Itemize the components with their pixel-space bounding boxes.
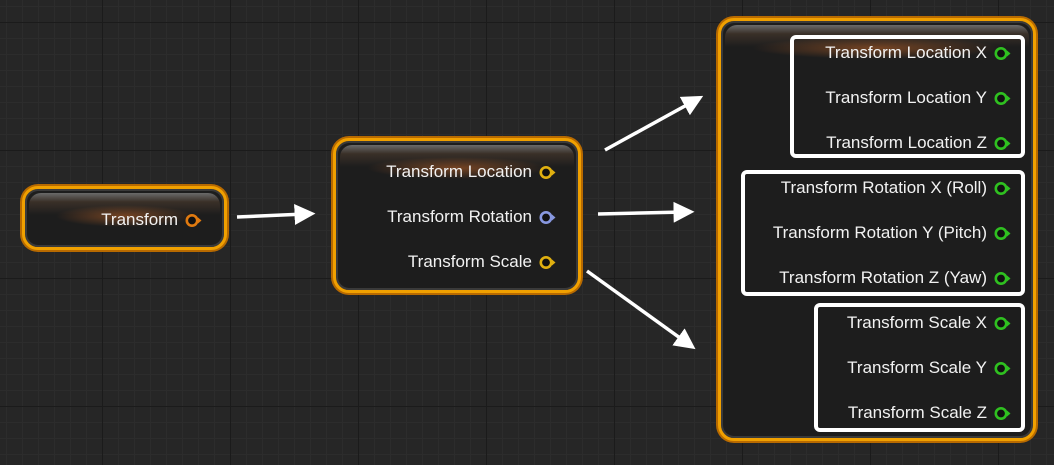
pin-label: Transform Scale Y xyxy=(847,358,987,377)
output-pin-icon[interactable] xyxy=(994,271,1011,286)
pin-component[interactable]: Transform Scale Y xyxy=(847,357,1011,379)
output-pin-icon[interactable] xyxy=(539,165,556,180)
pin-component[interactable]: Transform Location Z xyxy=(826,132,1011,154)
output-pin-icon[interactable] xyxy=(994,316,1011,331)
header-glow xyxy=(751,37,1003,59)
arrow-1 xyxy=(236,203,316,225)
pin-label: Transform xyxy=(101,210,178,229)
header-glow xyxy=(55,205,194,227)
pin-component[interactable]: Transform Scale X xyxy=(846,312,1011,334)
scale-group-highlight xyxy=(814,303,1025,432)
output-pin-icon[interactable] xyxy=(994,136,1011,151)
pin-component[interactable]: Transform Scale Z xyxy=(847,402,1011,424)
pin-label: Transform Rotation Z (Yaw) xyxy=(779,268,987,287)
output-pin-icon[interactable] xyxy=(994,181,1011,196)
pin-component[interactable]: Transform Location X xyxy=(825,42,1011,64)
pin-label: Transform Location Y xyxy=(825,88,987,107)
location-group-highlight xyxy=(790,35,1025,158)
output-pin-icon[interactable] xyxy=(994,361,1011,376)
output-pin-icon[interactable] xyxy=(539,210,556,225)
pin-transform-rotation[interactable]: Transform Rotation xyxy=(387,206,556,228)
arrow-4 xyxy=(585,269,696,350)
rotation-group-highlight xyxy=(741,170,1025,296)
output-pin-icon[interactable] xyxy=(994,91,1011,106)
pin-component[interactable]: Transform Rotation Y (Pitch) xyxy=(772,222,1011,244)
output-pin-icon[interactable] xyxy=(539,255,556,270)
split-transform-node[interactable]: Transform Location Transform Rotation Tr… xyxy=(333,138,581,293)
output-pin-icon[interactable] xyxy=(994,406,1011,421)
pin-label: Transform Scale xyxy=(407,252,532,271)
pin-label: Transform Location Z xyxy=(826,133,987,152)
pin-transform-scale[interactable]: Transform Scale xyxy=(407,251,556,273)
pin-transform-location[interactable]: Transform Location xyxy=(386,161,556,183)
pin-label: Transform Rotation xyxy=(387,207,532,226)
output-pin-icon[interactable] xyxy=(994,46,1011,61)
transform-node[interactable]: Transform xyxy=(22,186,227,250)
pin-component[interactable]: Transform Rotation X (Roll) xyxy=(780,177,1011,199)
pin-component[interactable]: Transform Rotation Z (Yaw) xyxy=(779,267,1011,289)
pin-label: Transform Location xyxy=(386,162,532,181)
pin-label: Transform Rotation Y (Pitch) xyxy=(772,223,987,242)
output-pin-icon[interactable] xyxy=(185,213,202,228)
output-pin-icon[interactable] xyxy=(994,226,1011,241)
arrow-2 xyxy=(604,95,704,152)
pin-transform[interactable]: Transform xyxy=(101,209,202,231)
arrow-3 xyxy=(597,201,695,223)
pin-label: Transform Location X xyxy=(825,43,987,62)
pin-label: Transform Rotation X (Roll) xyxy=(780,178,987,197)
pin-component[interactable]: Transform Location Y xyxy=(825,87,1011,109)
header-glow xyxy=(366,157,548,179)
component-node[interactable]: Transform Location X Transform Location Y… xyxy=(718,18,1036,441)
pin-label: Transform Scale X xyxy=(846,313,987,332)
pin-label: Transform Scale Z xyxy=(847,403,987,422)
